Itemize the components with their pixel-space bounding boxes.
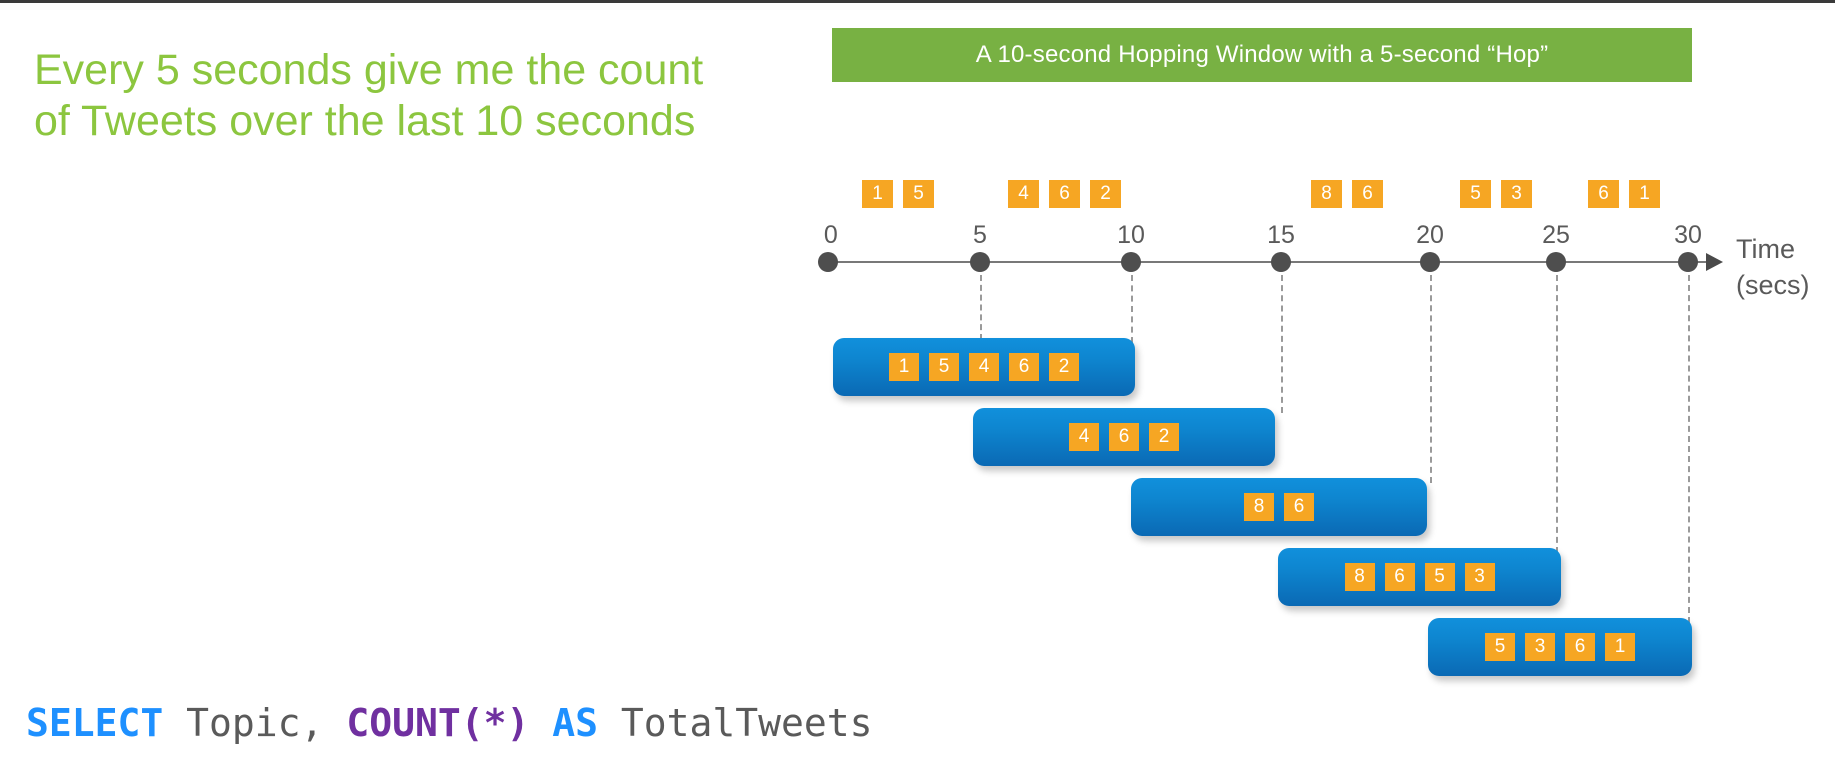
window-token: 1 bbox=[1605, 633, 1635, 661]
window-token: 5 bbox=[1485, 633, 1515, 661]
window-token: 6 bbox=[1009, 353, 1039, 381]
dashed-guide-line bbox=[1688, 275, 1690, 623]
window-token: 4 bbox=[1069, 423, 1099, 451]
window-token: 8 bbox=[1244, 493, 1274, 521]
dashed-guide-line bbox=[1281, 275, 1283, 413]
axis-tick-label: 15 bbox=[1267, 221, 1295, 249]
dashed-guide-line bbox=[1556, 275, 1558, 553]
axis-tick-dot bbox=[818, 252, 838, 272]
event-token: 5 bbox=[903, 180, 934, 208]
window-token: 3 bbox=[1525, 633, 1555, 661]
axis-tick-dot bbox=[1678, 252, 1698, 272]
event-token: 2 bbox=[1090, 180, 1121, 208]
sql-token: TotalTweets bbox=[598, 701, 873, 745]
window-token: 2 bbox=[1149, 423, 1179, 451]
time-axis-line bbox=[828, 261, 1714, 263]
axis-tick-dot bbox=[1271, 252, 1291, 272]
banner: A 10-second Hopping Window with a 5-seco… bbox=[832, 28, 1692, 82]
sql-token: AS bbox=[552, 701, 598, 745]
sql-token: SELECT bbox=[26, 701, 164, 745]
window-token: 4 bbox=[969, 353, 999, 381]
axis-tick-label: 5 bbox=[973, 221, 987, 249]
event-token: 3 bbox=[1501, 180, 1532, 208]
page-title: Every 5 seconds give me the count of Twe… bbox=[34, 46, 716, 145]
time-axis-arrow-icon bbox=[1706, 253, 1723, 271]
sql-query-block: SELECT Topic, COUNT(*) AS TotalTweets FR… bbox=[26, 583, 1056, 776]
window-token: 6 bbox=[1109, 423, 1139, 451]
event-token: 5 bbox=[1460, 180, 1491, 208]
event-token: 6 bbox=[1352, 180, 1383, 208]
window-token: 1 bbox=[889, 353, 919, 381]
event-token: 6 bbox=[1588, 180, 1619, 208]
axis-tick-label: 0 bbox=[823, 221, 838, 249]
window-token: 3 bbox=[1464, 563, 1495, 591]
event-token: 1 bbox=[1629, 180, 1660, 208]
event-token: 4 bbox=[1008, 180, 1039, 208]
axis-label-time: Time (secs) bbox=[1736, 234, 1810, 300]
axis-tick-dot bbox=[970, 252, 990, 272]
window-token: 6 bbox=[1384, 563, 1415, 591]
banner-title: A 10-second Hopping Window with a 5-seco… bbox=[975, 41, 1549, 68]
window-token: 6 bbox=[1284, 493, 1314, 521]
sql-line-1: SELECT Topic, COUNT(*) AS TotalTweets bbox=[26, 695, 1056, 751]
sql-token: COUNT bbox=[346, 701, 461, 745]
dashed-guide-line bbox=[1430, 275, 1432, 483]
axis-tick-dot bbox=[1121, 252, 1141, 272]
window-token: 5 bbox=[1424, 563, 1455, 591]
sql-token: (*) bbox=[460, 701, 530, 745]
axis-tick-label: 25 bbox=[1542, 221, 1570, 249]
dashed-guide-line bbox=[1131, 275, 1133, 343]
window-token: 5 bbox=[929, 353, 959, 381]
event-token: 1 bbox=[862, 180, 893, 208]
sql-token: Topic, bbox=[163, 701, 347, 745]
axis-tick-label: 30 bbox=[1674, 221, 1702, 249]
event-token: 8 bbox=[1311, 180, 1342, 208]
axis-tick-label: 10 bbox=[1117, 221, 1145, 249]
window-token: 6 bbox=[1565, 633, 1595, 661]
window-token: 8 bbox=[1344, 563, 1375, 591]
axis-tick-label: 20 bbox=[1416, 221, 1444, 249]
dashed-guide-line bbox=[980, 275, 982, 340]
sql-token bbox=[529, 701, 552, 745]
event-token: 6 bbox=[1049, 180, 1080, 208]
window-token: 2 bbox=[1049, 353, 1079, 381]
axis-tick-dot bbox=[1546, 252, 1566, 272]
axis-tick-dot bbox=[1420, 252, 1440, 272]
